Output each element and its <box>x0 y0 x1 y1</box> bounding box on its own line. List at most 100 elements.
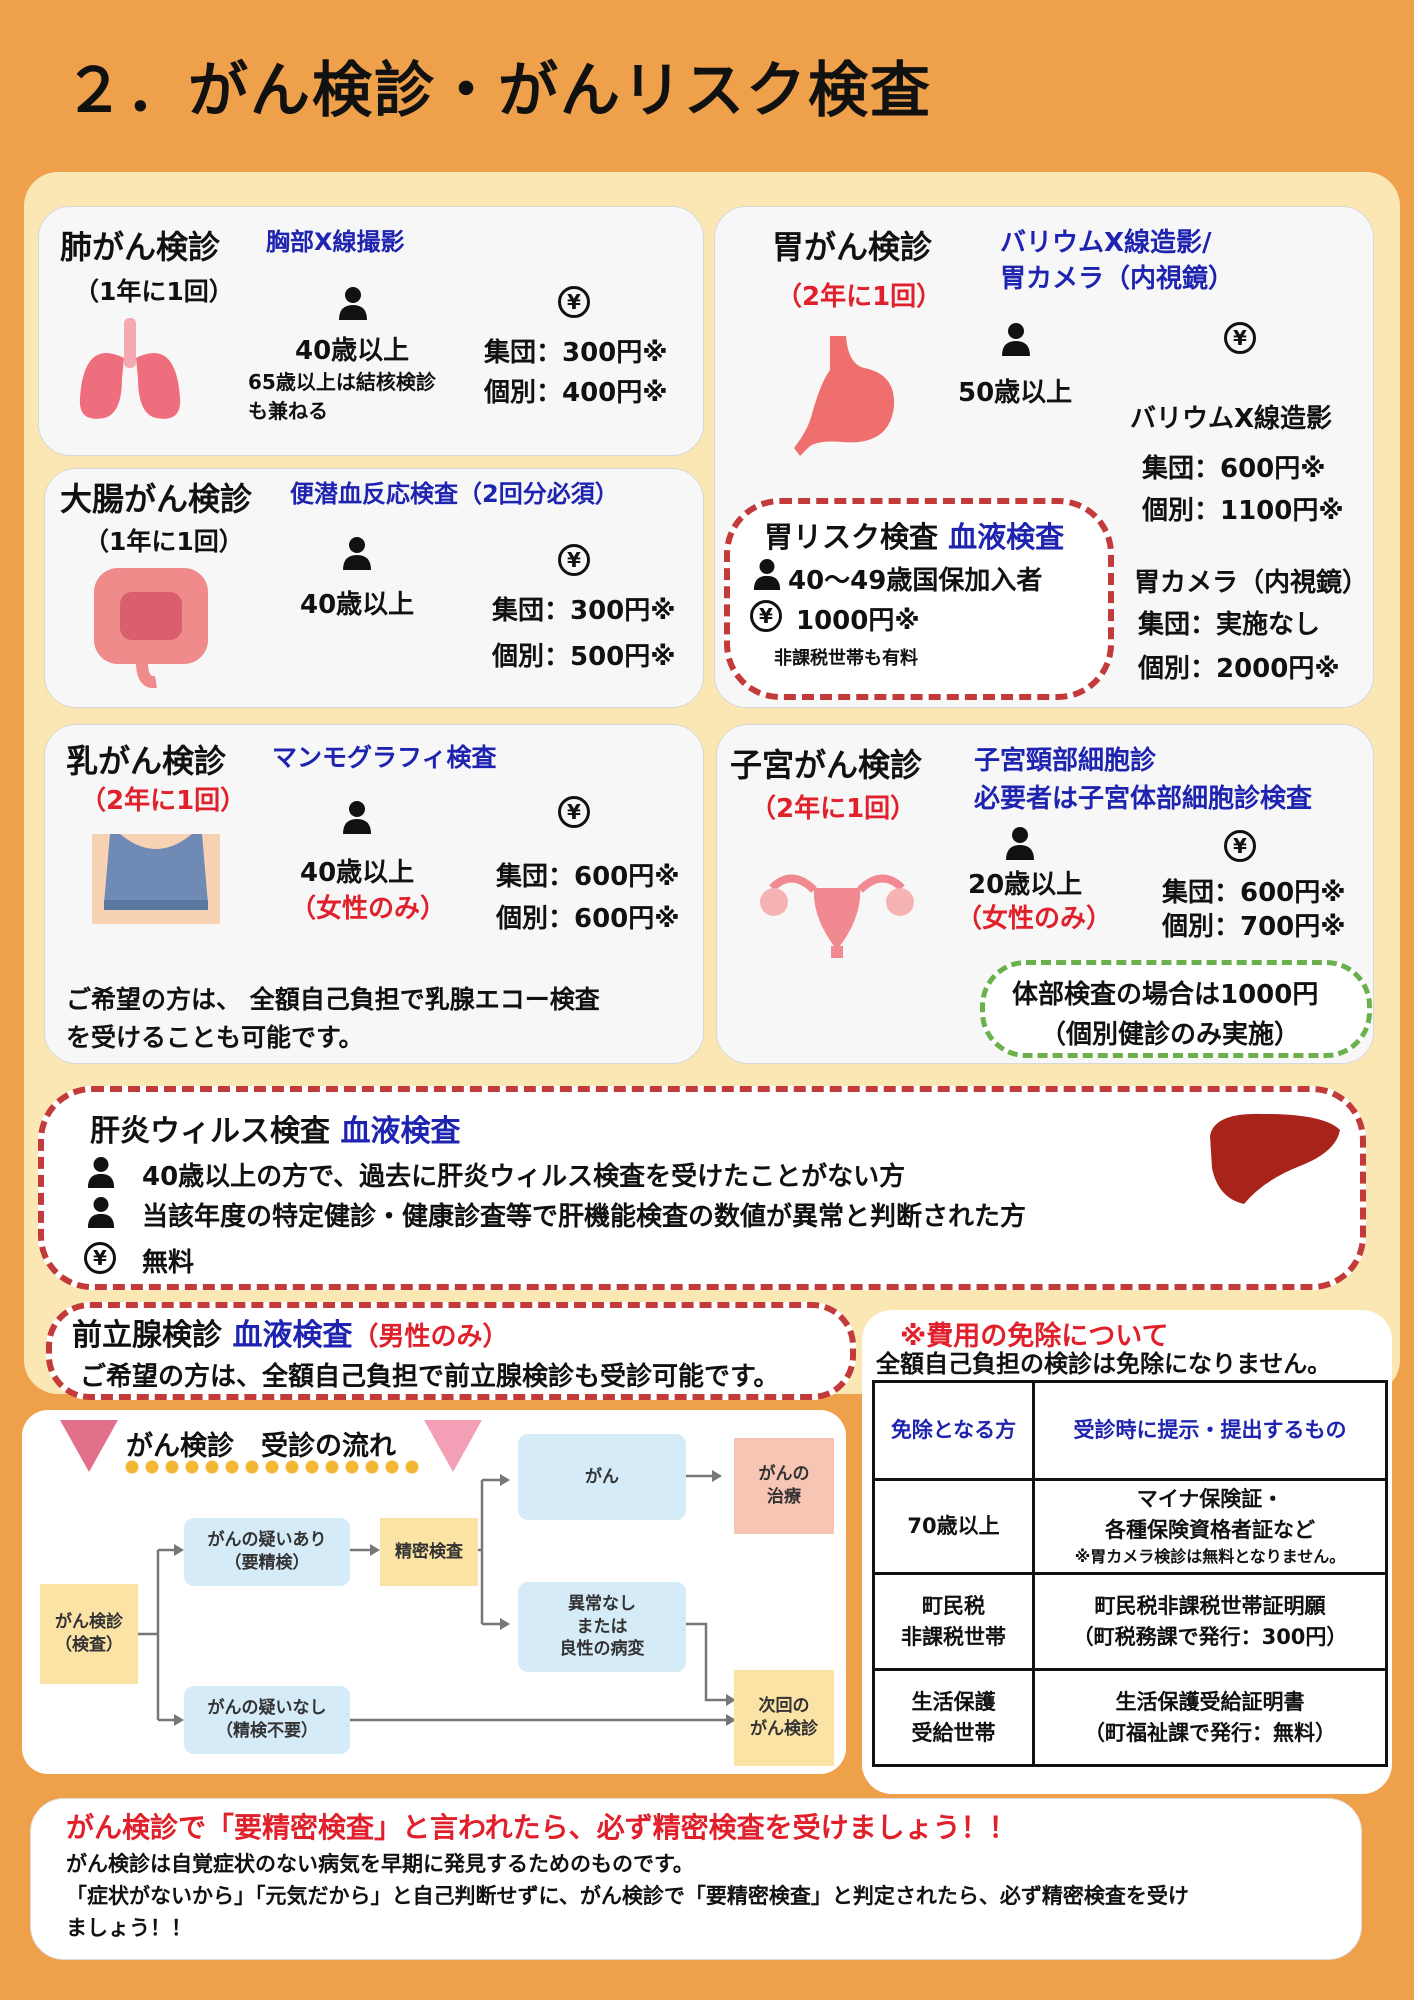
intestine-illustration <box>94 568 208 688</box>
flow-normal-line3: 良性の病変 <box>559 1639 645 1660</box>
breast-age: 40歳以上 <box>300 858 415 888</box>
flow-suspect-box: がんの疑いあり（要精検） <box>184 1518 350 1586</box>
breast-fee-group: 集団：600円※ <box>496 862 680 892</box>
hepatitis-line1: 40歳以上の方で、過去に肝炎ウィルス検査を受けたことがない方 <box>142 1162 906 1192</box>
person-icon <box>339 287 367 320</box>
colon-fee-individual: 個別：500円※ <box>492 642 676 672</box>
yen-icon: ¥ <box>1224 830 1256 862</box>
triangle-right-icon <box>424 1420 482 1472</box>
exemption-subtitle: 全額自己負担の検診は免除になりません。 <box>876 1350 1332 1378</box>
yen-icon: ¥ <box>84 1242 116 1274</box>
exemption-row3-who-line2: 受給世帯 <box>911 1720 996 1745</box>
stomach-camera-fee-individual: 個別：2000円※ <box>1138 654 1340 684</box>
lung-age: 40歳以上 <box>295 336 410 366</box>
stomach-method-line2: 胃カメラ（内視鏡） <box>1000 264 1235 294</box>
yen-icon: ¥ <box>558 286 590 318</box>
uterus-age: 20歳以上 <box>968 870 1083 900</box>
stomach-method-line1: バリウムX線造影/ <box>1000 228 1212 258</box>
flow-treatment-line1: がんの <box>758 1464 810 1485</box>
exemption-row2-docs-line1: 町民税非課税世帯証明願 <box>1094 1594 1326 1619</box>
flow-arrows <box>138 1470 736 1726</box>
breast-note-line1: ご希望の方は、 全額自己負担で乳腺エコー検査 <box>66 985 600 1014</box>
flow-treatment-box: がんの治療 <box>734 1438 834 1534</box>
flow-title: がん検診 受診の流れ <box>126 1431 396 1462</box>
exemption-title: ※費用の免除について <box>900 1321 1169 1352</box>
hepatitis-title: 肝炎ウィルス検査 <box>90 1114 330 1149</box>
bottom-line3: ましょう！！ <box>66 1916 192 1940</box>
lung-method: 胸部X線撮影 <box>266 228 405 256</box>
triangle-left-icon <box>60 1420 118 1472</box>
exemption-table: 免除となる方 受診時に提示・提出するもの 70歳以上 マイナ保険証・ 各種保険資… <box>872 1380 1388 1767</box>
lungs-illustration <box>79 318 181 419</box>
colon-title: 大腸がん検診 <box>60 480 253 518</box>
stomach-barium-fee-individual: 個別：1100円※ <box>1142 496 1344 526</box>
colon-fee-group: 集団：300円※ <box>492 596 676 626</box>
breast-frequency: （2年に1回） <box>80 786 247 816</box>
uterus-method-line1: 子宮頸部細胞診 <box>974 746 1157 776</box>
prostate-note: ご希望の方は、全額自己負担で前立腺検診も受診可能です。 <box>80 1362 780 1392</box>
breast-method: マンモグラフィ検査 <box>272 743 497 772</box>
flow-nosuspect-line2: （精検不要） <box>216 1721 318 1741</box>
colon-age: 40歳以上 <box>300 590 415 620</box>
flow-nosuspect-box: がんの疑いなし（精検不要） <box>184 1686 350 1754</box>
hepatitis-method: 血液検査 <box>340 1114 461 1149</box>
exemption-row2-docs: 町民税非課税世帯証明願 （町税務課で発行：300円） <box>1032 1572 1388 1671</box>
person-icon <box>1002 323 1030 356</box>
uterus-note-box <box>980 960 1372 1058</box>
flow-treatment-line2: 治療 <box>767 1487 801 1507</box>
stomach-barium-fee-group: 集団：600円※ <box>1142 454 1326 484</box>
stomach-risk-note: 非課税世帯も有料 <box>774 648 918 669</box>
exemption-row3-who: 生活保護受給世帯 <box>872 1668 1035 1767</box>
exemption-row2-who: 町民税非課税世帯 <box>872 1572 1035 1671</box>
exemption-row3-docs-line2: （町福祉課で発行：無料） <box>1084 1720 1336 1745</box>
lung-note-line1: 65歳以上は結核検診 <box>248 370 436 394</box>
stomach-risk-fee: 1000円※ <box>796 606 920 636</box>
flow-suspect-line1: がんの疑いあり <box>207 1530 327 1551</box>
person-icon <box>1006 827 1034 860</box>
exemption-row2-docs-line2: （町税務課で発行：300円） <box>1072 1624 1348 1649</box>
exemption-row3-who-line1: 生活保護 <box>911 1690 996 1715</box>
lung-note-line2: も兼ねる <box>248 399 328 423</box>
breast-title: 乳がん検診 <box>66 742 227 780</box>
colon-frequency: （1年に1回） <box>84 527 244 556</box>
bottom-line1: がん検診は自覚症状のない病気を早期に発見するためのものです。 <box>66 1852 694 1876</box>
stomach-camera-fee-group: 集団：実施なし <box>1138 610 1321 640</box>
hepatitis-box <box>38 1086 1366 1290</box>
flow-nosuspect-line1: がんの疑いなし <box>207 1698 327 1719</box>
stomach-illustration <box>794 336 895 456</box>
stomach-risk-heading: 胃リスク検査 血液検査 <box>764 514 1064 556</box>
hepatitis-fee: 無料 <box>142 1248 195 1278</box>
hepatitis-heading: 肝炎ウィルス検査 血液検査 <box>90 1106 460 1150</box>
flow-normal-line1: 異常なし <box>568 1593 636 1614</box>
stomach-risk-title: 胃リスク検査 <box>764 520 939 554</box>
person-icon <box>343 801 371 834</box>
prostate-method: 血液検査 <box>232 1318 353 1353</box>
uterus-note-line1: 体部検査の場合は1000円 <box>1012 980 1319 1010</box>
lung-fee-group: 集団：300円※ <box>484 338 668 368</box>
bra-illustration <box>92 834 220 924</box>
uterus-note-line2: （個別健診のみ実施） <box>1040 1020 1301 1050</box>
person-icon <box>87 1157 115 1188</box>
stomach-title: 胃がん検診 <box>772 228 933 266</box>
bottom-notice-box <box>30 1798 1362 1960</box>
bottom-headline: がん検診で「要精密検査」と言われたら、必ず精密検査を受けましょう！！ <box>66 1811 1017 1844</box>
exemption-row2-who-line2: 非課税世帯 <box>901 1624 1006 1649</box>
bottom-line2: 「症状がないから」「元気だから」と自己判断せずに、がん検診で「要精密検査」と判定… <box>66 1884 1189 1908</box>
lung-title: 肺がん検診 <box>60 228 221 266</box>
flow-cancer-box: がん <box>518 1434 686 1520</box>
flow-next-line2: がん検診 <box>750 1719 818 1739</box>
stomach-risk-box <box>724 498 1114 700</box>
prostate-title: 前立腺検診 <box>72 1318 222 1353</box>
uterus-illustration <box>760 874 914 958</box>
stomach-risk-target: 40～49歳国保加入者 <box>788 566 1043 596</box>
colon-method: 便潜血反応検査（2回分必須） <box>290 480 619 508</box>
flow-detailed-box: 精密検査 <box>380 1518 478 1586</box>
flow-next-line1: 次回の <box>758 1696 810 1717</box>
exemption-header-docs: 受診時に提示・提出するもの <box>1032 1380 1388 1481</box>
person-icon <box>753 559 781 590</box>
exemption-header-who: 免除となる方 <box>872 1380 1035 1481</box>
uterus-method-line2: 必要者は子宮体部細胞診検査 <box>974 784 1313 814</box>
breast-fee-individual: 個別：600円※ <box>496 904 680 934</box>
uterus-title: 子宮がん検診 <box>730 746 923 784</box>
exemption-row1-who: 70歳以上 <box>872 1478 1035 1575</box>
